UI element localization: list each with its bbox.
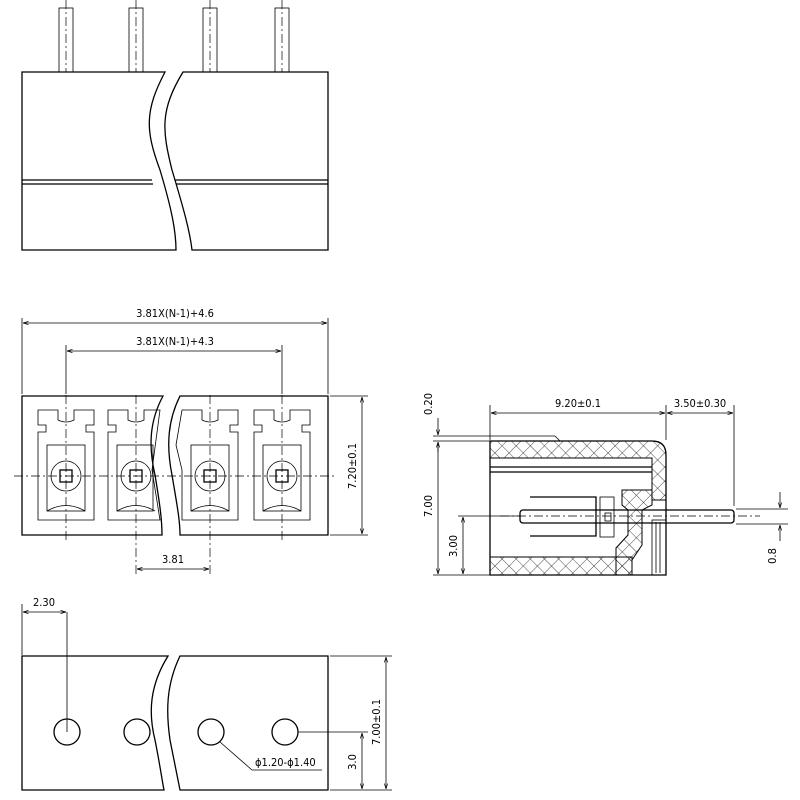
top-view-body-right xyxy=(168,395,329,536)
side-body-height-dim: 7.00 xyxy=(422,495,435,517)
top-view-body-left xyxy=(21,395,165,536)
front-view-pins xyxy=(58,0,290,73)
pin-span-dim: 3.81X(N-1)+4.3 xyxy=(136,335,214,348)
pin-thickness-dim: 0.8 xyxy=(766,548,779,564)
housing-top-wall xyxy=(489,440,667,501)
top-view-height-dim: 7.20±0.1 xyxy=(346,443,359,489)
front-view-body-left xyxy=(21,71,177,251)
hole-diameter-dim: ϕ1.20-ϕ1.40 xyxy=(255,756,316,769)
pin-height-dim: 3.00 xyxy=(447,535,460,557)
bottom-view-body-right xyxy=(167,655,329,791)
body-length-dim: 9.20±0.1 xyxy=(555,397,601,410)
top-view: 3.81X(N-1)+4.6 3.81X(N-1)+4.3 xyxy=(14,307,368,575)
pin-projection-dim: 3.50±0.30 xyxy=(674,397,726,410)
top-offset-dim: 0.20 xyxy=(422,393,435,415)
terminal-cells xyxy=(14,395,336,575)
pitch-dim: 3.81 xyxy=(162,553,184,566)
side-pin xyxy=(519,509,735,524)
bottom-view: 2.30 ϕ1.20-ϕ1.40 7.00±0.1 3.0 xyxy=(21,596,392,791)
front-view xyxy=(21,0,329,251)
overall-length-dim: 3.81X(N-1)+4.6 xyxy=(136,307,214,320)
front-view-body-right xyxy=(164,71,329,251)
bottom-height-dim: 7.00±0.1 xyxy=(370,699,383,745)
hole-height-dim: 3.0 xyxy=(346,754,359,770)
housing-clamp xyxy=(615,489,653,576)
side-section-view: 9.20±0.1 3.50±0.30 0.20 7.00 3.00 0.8 xyxy=(422,393,788,576)
bottom-view-body-left xyxy=(21,655,170,791)
housing-bottom-wall xyxy=(489,556,633,576)
edge-to-hole-dim: 2.30 xyxy=(33,596,55,609)
mounting-holes xyxy=(53,718,299,746)
